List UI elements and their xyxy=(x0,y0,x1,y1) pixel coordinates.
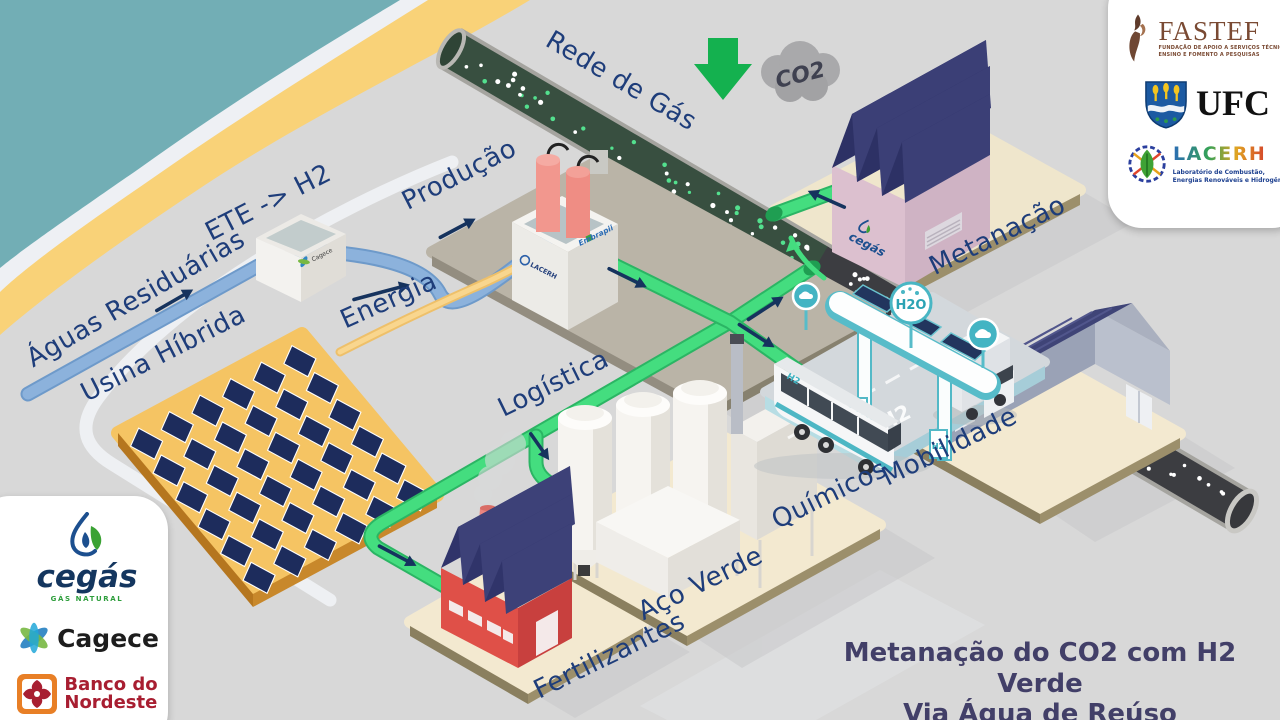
flow-arrow xyxy=(438,218,476,240)
h2o-badge xyxy=(889,281,933,325)
solar-panel xyxy=(275,388,309,421)
ufc-logo: UFC xyxy=(1108,76,1280,130)
solar-panel xyxy=(221,377,256,411)
solar-panel xyxy=(320,441,354,475)
ete-box: Cagece xyxy=(256,214,346,302)
pipeline-open-end-left xyxy=(435,28,467,70)
flow-arrowhead xyxy=(786,238,800,252)
smoke xyxy=(474,431,526,503)
solar-panel xyxy=(305,371,340,405)
solar-panels xyxy=(129,344,430,595)
flow-direction-arrows xyxy=(155,189,847,566)
co2-injection: CO2 xyxy=(694,38,840,102)
solar-panel xyxy=(303,528,338,562)
solar-panel xyxy=(244,404,278,438)
solar-panel xyxy=(250,518,285,551)
cagece-logo: Cagece xyxy=(6,619,168,657)
flow-arrow xyxy=(155,289,194,313)
solar-panel xyxy=(273,545,307,578)
svg-text:LACERH: LACERH xyxy=(1173,143,1266,165)
stack xyxy=(731,338,743,434)
flow-arrow xyxy=(529,432,550,461)
solar-panel xyxy=(328,398,362,432)
hydrogen-bus: H2 xyxy=(754,357,930,479)
metanacao-factory: cegás xyxy=(832,40,991,288)
solar-panel xyxy=(129,427,164,460)
solar-panel xyxy=(236,448,270,481)
solar-panel xyxy=(242,561,276,595)
fertilizantes-factory xyxy=(441,431,575,668)
solar-panel xyxy=(289,458,323,491)
svg-text:H2: H2 xyxy=(932,442,944,451)
solar-panel xyxy=(219,534,254,568)
lacerh-wordmark: LACERH xyxy=(1173,143,1266,165)
lacerh-logo: LACERH Laboratório de Combustão, Energia… xyxy=(1108,142,1280,186)
coastline xyxy=(0,0,530,335)
co2-cloud: CO2 xyxy=(761,41,840,102)
flow-arrow xyxy=(737,322,775,348)
sea xyxy=(0,0,400,268)
vent-grille xyxy=(925,212,962,250)
partners-panel-bottom: cegás GÁS NATURAL Cagece xyxy=(0,496,168,720)
solar-panel xyxy=(228,491,262,524)
solar-panel xyxy=(342,468,377,502)
solar-panel xyxy=(191,394,225,427)
road-band xyxy=(79,155,459,607)
solar-panel xyxy=(252,361,287,394)
solar-panel xyxy=(160,410,195,444)
electrolyser-cylinder xyxy=(536,160,560,232)
fastef-logo: FASTEF FUNDAÇÃO DE APOIO A SERVIÇOS TÉCN… xyxy=(1108,12,1280,64)
electrolyser-cylinder xyxy=(566,172,590,238)
solar-panel xyxy=(183,437,217,471)
ufc-crest-icon xyxy=(1145,81,1187,129)
page-title: Metanação do CO2 com H2 Verde Via Água d… xyxy=(815,638,1265,720)
solar-panel xyxy=(205,464,240,498)
solar-panel xyxy=(266,431,301,465)
solar-panel xyxy=(152,454,186,487)
mobility-station: H2 H2 H2 xyxy=(754,281,1050,479)
production-unit: LACERH Embrapii xyxy=(512,142,618,330)
flow-arrow xyxy=(352,281,411,302)
cagece-star-icon xyxy=(20,622,48,654)
bus-windshield xyxy=(888,423,901,452)
station-badges: H2O xyxy=(791,281,1000,368)
bnb-pinwheel-icon xyxy=(17,674,58,714)
solar-panel xyxy=(311,485,346,518)
h2-dispenser xyxy=(929,429,948,459)
factory-windows xyxy=(449,600,558,656)
fastef-torch-icon xyxy=(1129,14,1146,62)
partners-panel-top: FASTEF FUNDAÇÃO DE APOIO A SERVIÇOS TÉCN… xyxy=(1108,0,1280,228)
down-arrow-icon xyxy=(694,38,752,100)
pipeline-open-end-right xyxy=(1224,488,1260,534)
cegas-flame-icon xyxy=(70,512,102,557)
title-line2: Via Água de Reúso xyxy=(903,699,1177,720)
solar-panel xyxy=(197,507,231,541)
road-strip xyxy=(640,570,985,720)
banco-do-nordeste-logo: Banco do Nordeste xyxy=(6,673,168,715)
solar-panel xyxy=(297,415,332,448)
flow-arrow xyxy=(746,296,784,322)
solar-panel xyxy=(174,481,209,514)
solar-panel xyxy=(350,425,385,458)
title-line1: Metanação do CO2 com H2 Verde xyxy=(843,638,1237,699)
flow-arrow xyxy=(807,189,847,209)
solar-panel xyxy=(283,344,317,378)
solar-panel xyxy=(213,421,248,454)
cegas-logo: cegás GÁS NATURAL xyxy=(6,512,168,603)
flow-arrow xyxy=(607,266,647,288)
solar-panel xyxy=(281,501,315,535)
solar-panel xyxy=(373,452,407,485)
flow-arrow xyxy=(377,544,417,566)
solar-panel xyxy=(334,512,368,545)
svg-text:H2O: H2O xyxy=(896,298,927,313)
solar-panel xyxy=(258,474,293,508)
lacerh-gear-leaf-icon xyxy=(1128,145,1166,183)
